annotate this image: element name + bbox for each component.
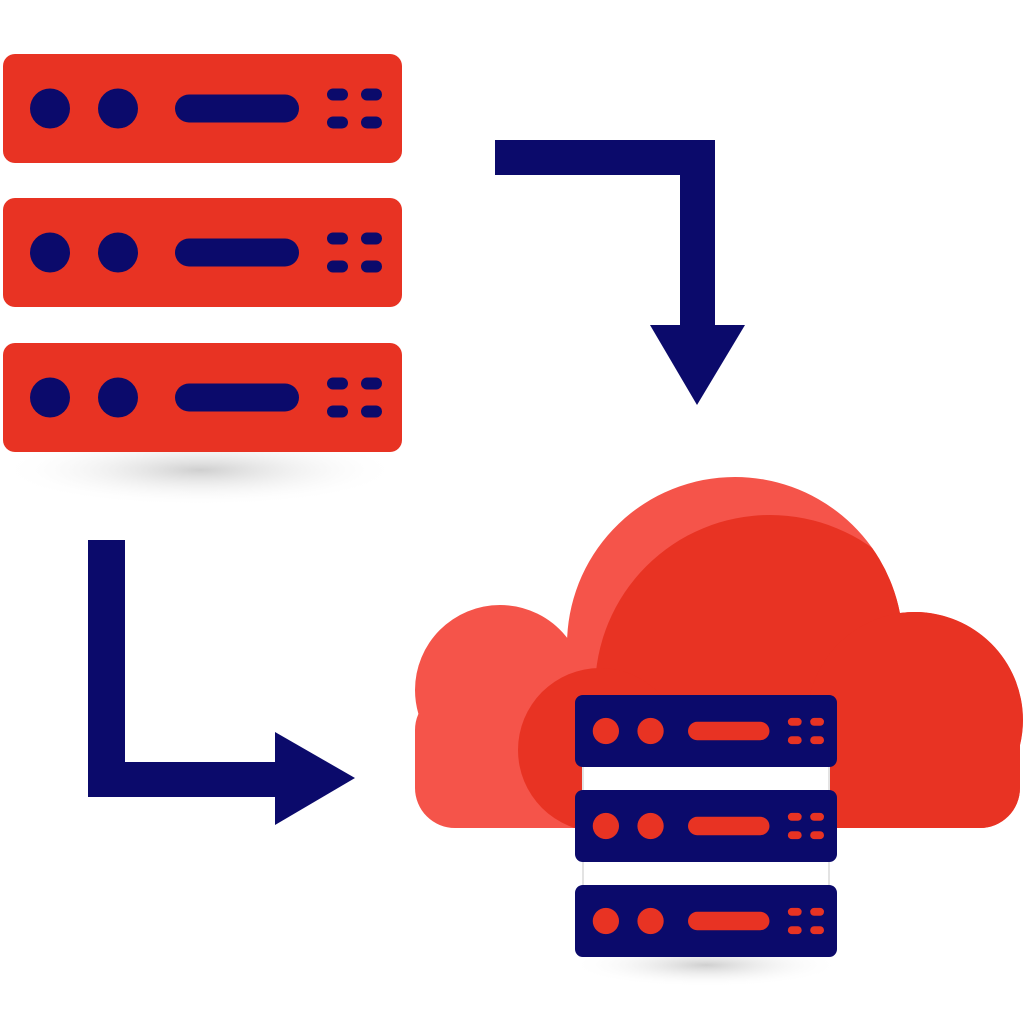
server-unit xyxy=(575,885,837,957)
vent-dot xyxy=(327,260,348,273)
server-unit xyxy=(575,695,837,767)
vent-dot xyxy=(361,260,382,273)
drive-slot xyxy=(175,238,299,267)
status-light xyxy=(98,232,138,273)
vent-dot xyxy=(327,232,348,245)
status-light xyxy=(30,232,70,273)
drive-slot xyxy=(175,383,299,412)
vent-dot xyxy=(327,116,348,129)
drive-slot xyxy=(688,816,770,836)
status-light xyxy=(637,717,664,745)
status-light xyxy=(637,907,664,935)
vent-dot xyxy=(361,88,382,101)
server-unit xyxy=(3,198,402,307)
vent-dot xyxy=(361,377,382,390)
vent-dot xyxy=(361,232,382,245)
status-light xyxy=(30,88,70,129)
status-light xyxy=(592,907,620,935)
status-light xyxy=(98,88,138,129)
vent-dot xyxy=(810,736,825,745)
vent-dot xyxy=(787,907,802,916)
server-unit xyxy=(575,790,837,862)
vent-dot xyxy=(361,405,382,418)
vent-dot xyxy=(327,88,348,101)
vent-dot xyxy=(810,907,825,916)
vent-dot xyxy=(810,812,825,821)
status-light xyxy=(30,377,70,418)
cloud-server-icon xyxy=(575,695,837,957)
status-light xyxy=(637,812,664,840)
drive-slot xyxy=(175,94,299,123)
vent-dot xyxy=(787,926,802,935)
status-light xyxy=(98,377,138,418)
vent-dot xyxy=(810,926,825,935)
drive-slot xyxy=(688,911,770,931)
arrow-down-icon xyxy=(495,140,745,405)
server-unit xyxy=(3,343,402,452)
vent-dot xyxy=(787,812,802,821)
server-unit xyxy=(3,54,402,163)
drive-slot xyxy=(688,721,770,741)
vent-dot xyxy=(327,405,348,418)
status-light xyxy=(592,812,620,840)
vent-dot xyxy=(810,831,825,840)
server-rack-icon xyxy=(3,54,402,452)
vent-dot xyxy=(787,831,802,840)
vent-dot xyxy=(327,377,348,390)
arrow-right-icon xyxy=(88,540,355,825)
status-light xyxy=(592,717,620,745)
vent-dot xyxy=(787,717,802,726)
vent-dot xyxy=(787,736,802,745)
vent-dot xyxy=(810,717,825,726)
vent-dot xyxy=(361,116,382,129)
